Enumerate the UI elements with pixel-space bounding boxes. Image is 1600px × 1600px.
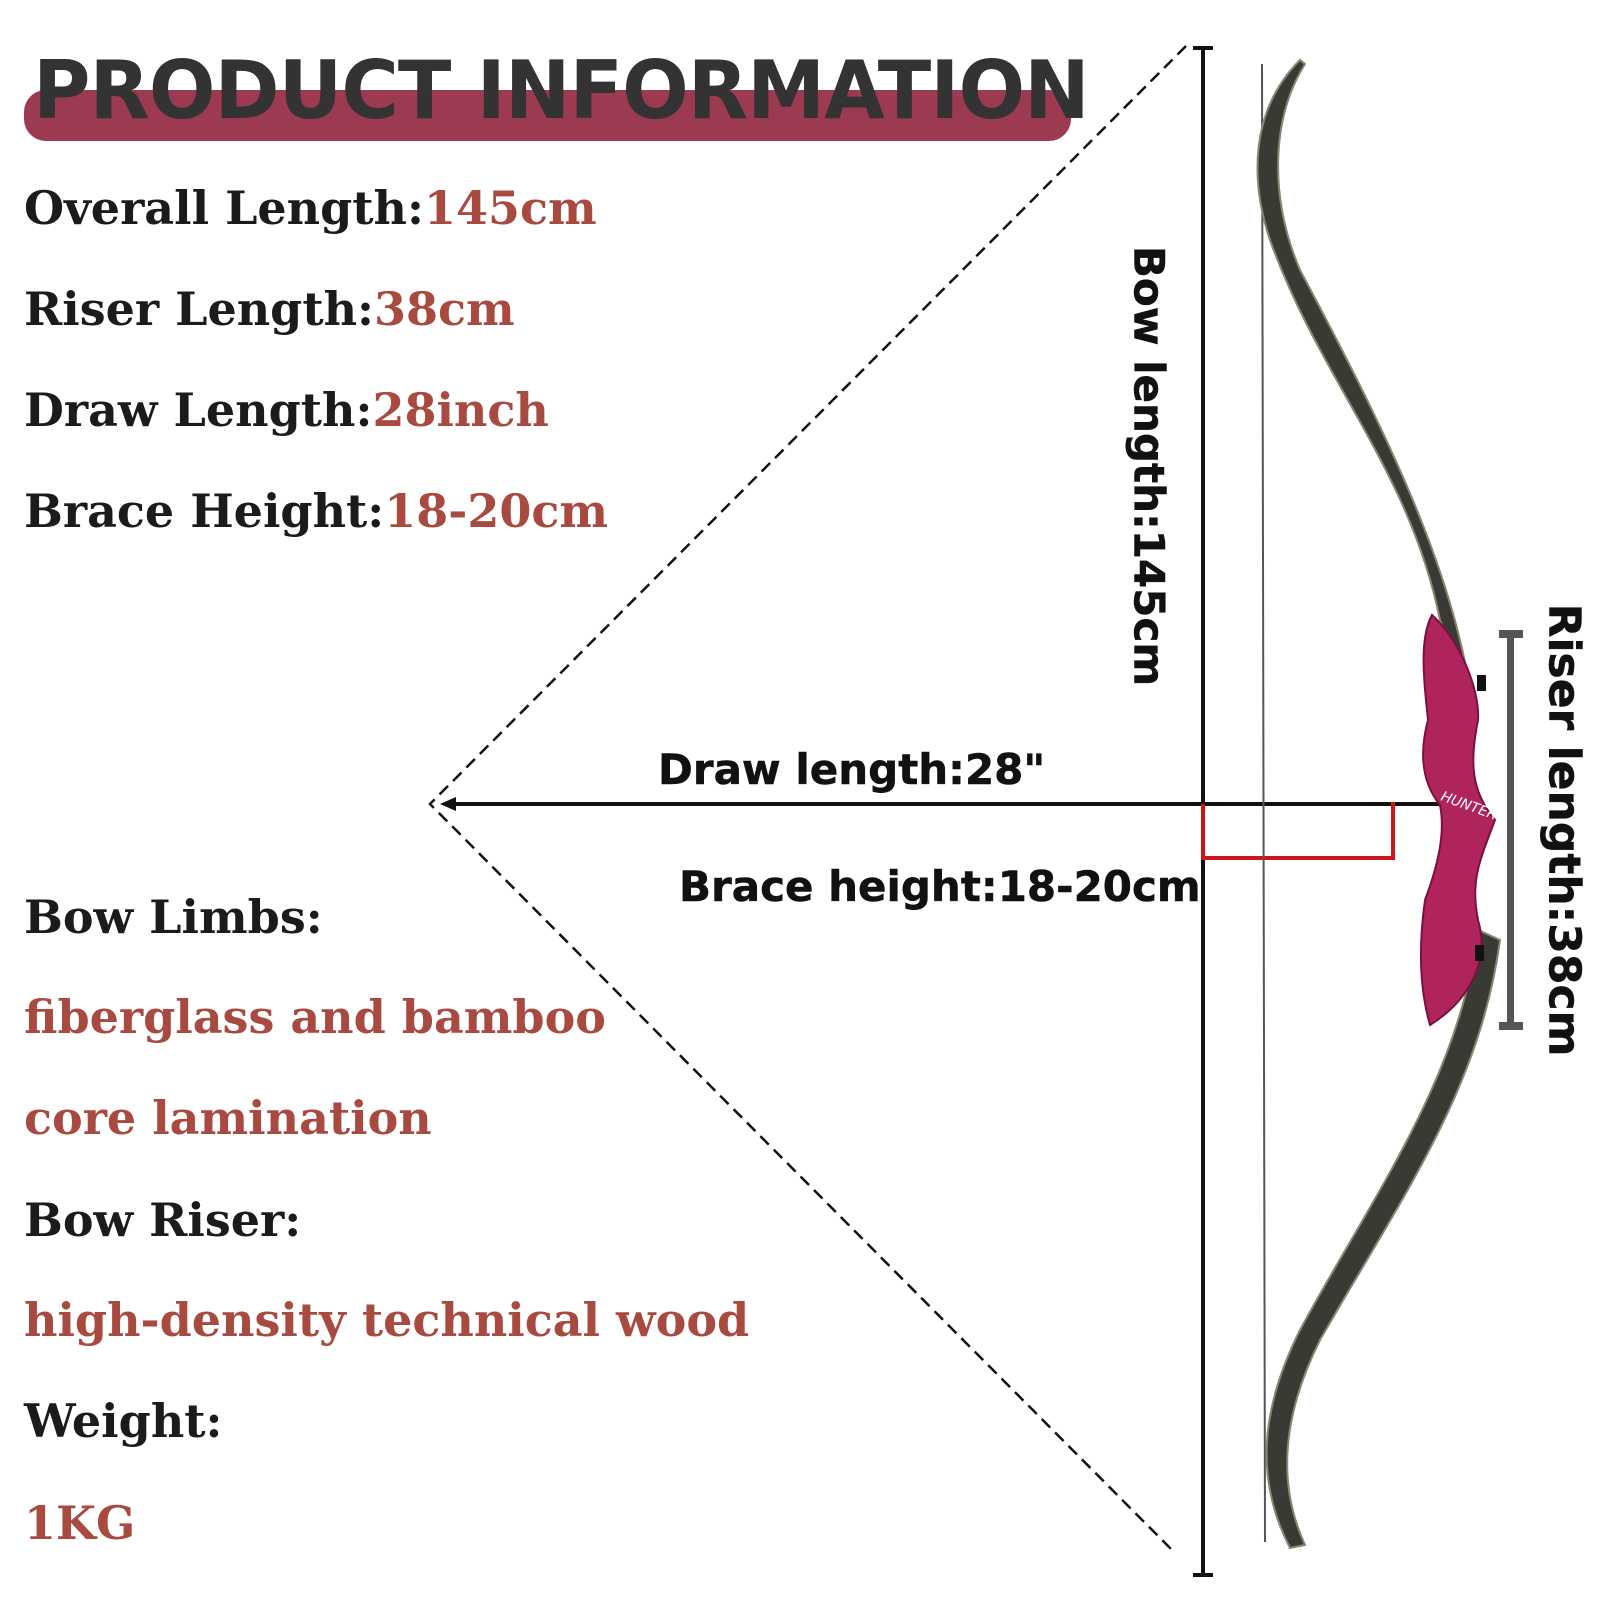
- spec-riser-length: Riser Length:38cm: [24, 286, 515, 332]
- limb-bolt-icon: [1475, 945, 1484, 961]
- spec-draw-length: Draw Length:28inch: [24, 387, 549, 433]
- title-banner: [24, 90, 1071, 141]
- lower-limb: [1265, 928, 1502, 1550]
- spec-value: 18-20cm: [384, 484, 609, 538]
- bow-riser: [1419, 613, 1497, 1027]
- weight-label: Weight:: [24, 1394, 223, 1448]
- spec-value: 28inch: [372, 383, 549, 437]
- weight-value: 1KG: [24, 1496, 136, 1550]
- spec-label: Riser Length:: [24, 282, 375, 336]
- riser-length-label: Riser length:38cm: [1538, 603, 1590, 1057]
- riser-value: high-density technical wood: [24, 1293, 750, 1347]
- brace-height-bracket: [1201, 802, 1395, 860]
- dashed-guide: [428, 45, 1187, 1552]
- bow-length-label: Bow length:145cm: [1124, 245, 1174, 687]
- limbs-label: Bow Limbs:: [24, 890, 323, 944]
- limb-bolt-icon: [1477, 675, 1486, 691]
- riser-length-bar: [1499, 630, 1523, 1030]
- upper-limb: [1256, 58, 1471, 691]
- limbs-value-2: core lamination: [24, 1091, 432, 1145]
- spec-label: Brace Height:: [24, 484, 385, 538]
- spec-overall-length: Overall Length:145cm: [24, 185, 597, 231]
- page-title: PRODUCT INFORMATION: [33, 44, 1090, 137]
- spec-value: 38cm: [374, 282, 515, 336]
- draw-length-label: Draw length:28": [658, 745, 1046, 795]
- spec-label: Draw Length:: [24, 383, 373, 437]
- spec-label: Overall Length:: [24, 181, 424, 235]
- draw-length-arrow: [440, 797, 1444, 811]
- spec-value: 145cm: [423, 181, 597, 235]
- brace-height-label: Brace height:18-20cm: [679, 862, 1201, 912]
- spec-brace-height: Brace Height:18-20cm: [24, 488, 608, 534]
- limbs-value-1: fiberglass and bamboo: [24, 990, 606, 1044]
- riser-label: Bow Riser:: [24, 1193, 302, 1247]
- bow-string: [1261, 63, 1266, 1543]
